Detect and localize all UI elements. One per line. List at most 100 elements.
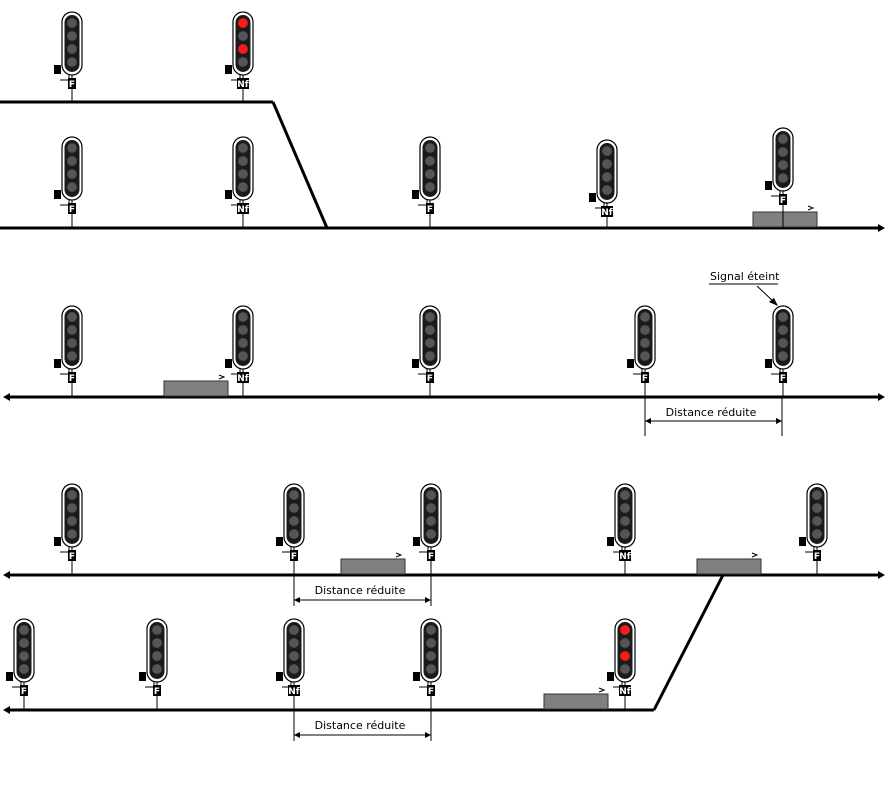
signal-plate: [68, 78, 76, 89]
signal-plate: [619, 685, 631, 696]
signal-plate-label: Nf: [619, 687, 631, 697]
signal-side-box: [276, 537, 283, 546]
lamp-off: [237, 311, 249, 323]
lamp-off: [288, 624, 300, 636]
lamp-lit: [237, 17, 249, 29]
signal-f: F: [54, 136, 83, 228]
signal-side-box: [607, 672, 614, 681]
lamp-off: [66, 30, 78, 42]
lamp-off: [66, 311, 78, 323]
lamp-off: [66, 43, 78, 55]
signal-side-box: [225, 359, 232, 368]
lamp-off: [288, 528, 300, 540]
signal-f: F: [412, 136, 441, 228]
signal-side-box: [139, 672, 146, 681]
lamp-off: [288, 515, 300, 527]
signal-f: F: [54, 11, 83, 102]
signal-plate-label: F: [69, 80, 75, 90]
signal-side-box: [225, 190, 232, 199]
lamp-off: [18, 650, 30, 662]
signal-plate: [68, 203, 76, 214]
signal-bracket: [419, 682, 429, 688]
signal-plate-label: Nf: [601, 208, 613, 218]
signal-f: F: [54, 305, 83, 397]
lamp-off: [777, 337, 789, 349]
signal-plate: [153, 685, 161, 696]
lamp-off: [66, 324, 78, 336]
signal-plate-label: F: [427, 205, 433, 215]
signal-bracket: [12, 682, 22, 688]
lamp-off: [777, 172, 789, 184]
lamp-off: [601, 184, 613, 196]
signal-side-box: [6, 672, 13, 681]
signal-plate: [641, 372, 649, 383]
lamp-off: [237, 324, 249, 336]
lamp-off: [425, 650, 437, 662]
dimension-arrow: [294, 732, 300, 738]
lamp-off: [424, 142, 436, 154]
signal-f: F: [139, 618, 168, 710]
signal-bracket: [60, 75, 70, 81]
reduced-distance-label: Distance réduite: [315, 719, 406, 732]
signal-nf: Nf: [225, 305, 254, 397]
lamp-off: [66, 528, 78, 540]
lamp-off: [237, 30, 249, 42]
signal-plate-label: F: [291, 552, 297, 562]
lamp-off: [601, 171, 613, 183]
lamp-off: [601, 158, 613, 170]
signal-plate: [288, 685, 300, 696]
signal-plate-label: F: [69, 205, 75, 215]
signal-bracket: [633, 369, 643, 375]
lamp-off: [288, 637, 300, 649]
signal-nf: Nf: [589, 139, 618, 228]
lamp-off: [237, 350, 249, 362]
lamp-off: [237, 142, 249, 154]
signal-side-box: [627, 359, 634, 368]
crossover-track: [271, 101, 329, 229]
lamp-off: [18, 663, 30, 675]
lamp-off: [619, 489, 631, 501]
lamp-off: [66, 502, 78, 514]
signal-nf: Nf: [225, 11, 254, 102]
lamp-off: [151, 650, 163, 662]
track-arrow: [3, 393, 10, 401]
signal-side-box: [412, 359, 419, 368]
signal-off-pointer-arrow: [769, 298, 778, 306]
signal-plate: [601, 206, 613, 217]
lamp-off: [151, 663, 163, 675]
dimension-arrow: [776, 418, 782, 424]
train-block: [543, 693, 609, 710]
lamp-off: [777, 133, 789, 145]
signal-side-box: [413, 672, 420, 681]
lamp-off: [639, 311, 651, 323]
signal-side-box: [225, 65, 232, 74]
lamp-off: [151, 637, 163, 649]
lamp-off: [18, 637, 30, 649]
signal-plate-label: F: [814, 552, 820, 562]
lamp-off: [66, 56, 78, 68]
signal-plate: [68, 550, 76, 561]
signal-plate: [779, 372, 787, 383]
signal-nf: Nf: [607, 483, 636, 575]
lamp-off: [811, 528, 823, 540]
signal-plate: [813, 550, 821, 561]
signal-plate-label: Nf: [619, 552, 631, 562]
signal-f: F: [799, 483, 828, 575]
lamp-off: [151, 624, 163, 636]
signal-bracket: [60, 369, 70, 375]
trains: [163, 205, 818, 710]
lamp-off: [424, 155, 436, 167]
signal-plate: [779, 194, 787, 205]
signal-side-box: [413, 537, 420, 546]
lamp-off: [425, 637, 437, 649]
track-arrow: [878, 224, 885, 232]
lamp-lit: [237, 43, 249, 55]
signal-f: F: [765, 305, 794, 397]
signal-f: F: [276, 483, 305, 575]
train-direction-icon: [807, 205, 815, 211]
lamp-off: [424, 311, 436, 323]
dimension-arrow: [645, 418, 651, 424]
lamp-off: [237, 337, 249, 349]
reduced-distance-label: Distance réduite: [315, 584, 406, 597]
